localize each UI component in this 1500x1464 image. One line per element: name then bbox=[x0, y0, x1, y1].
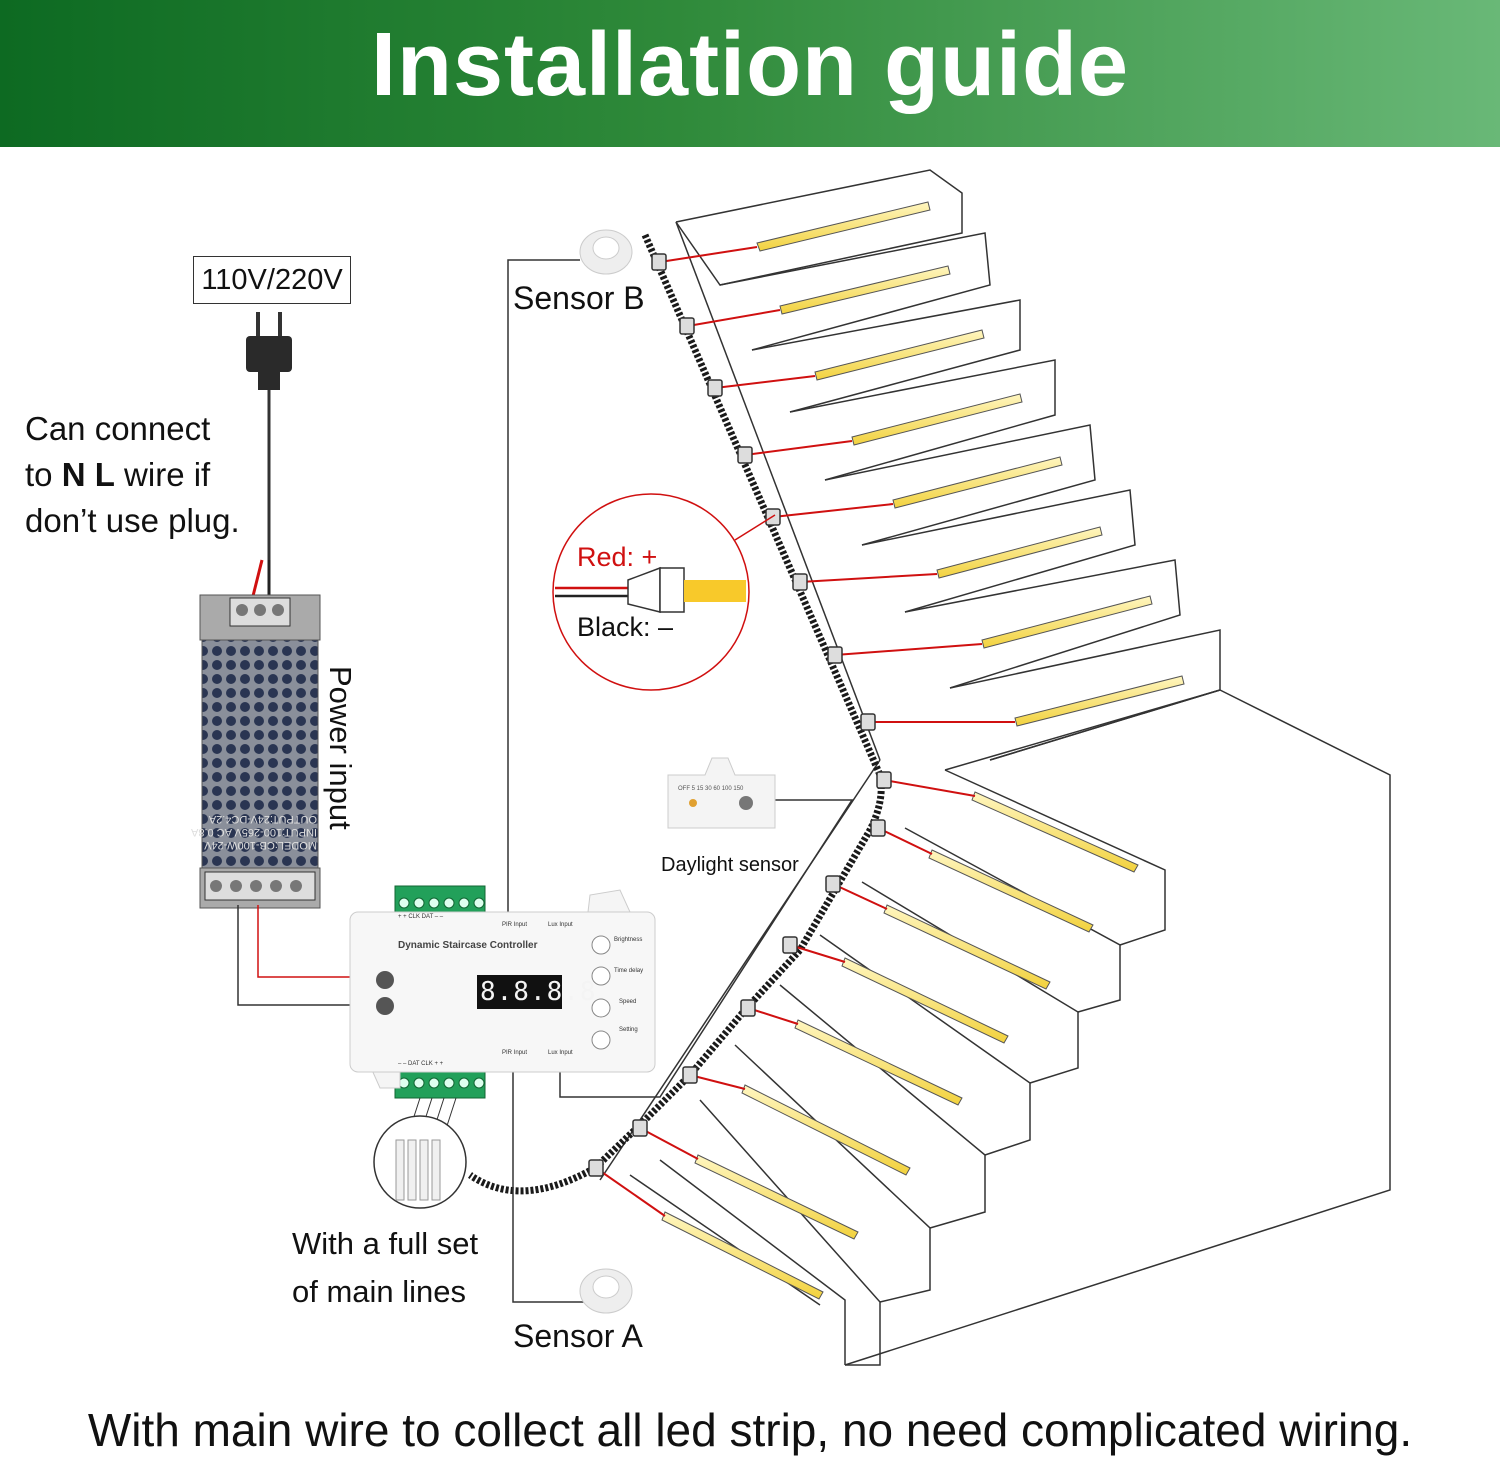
terminal-bottom-label: – – DAT CLK + + bbox=[398, 1061, 444, 1067]
page-title: Installation guide bbox=[370, 15, 1130, 115]
plug-note-bold: N L bbox=[61, 456, 115, 493]
plug-note: Can connect to N L wire if don’t use plu… bbox=[25, 406, 240, 544]
psu-output: OUTPUT:24V-DC4.2A bbox=[208, 813, 317, 825]
controller-display: 8.8.8.8 bbox=[480, 977, 597, 1007]
plug-note-line-2: to N L wire if bbox=[25, 452, 240, 498]
connectors bbox=[588, 253, 892, 1177]
pir-input-b-label: PIR Input bbox=[502, 922, 528, 928]
lux-input-bottom-label: Lux Input bbox=[548, 1050, 573, 1056]
power-input-label: Power input bbox=[323, 666, 358, 830]
main-lines-label-1: With a full set bbox=[292, 1226, 479, 1261]
sensor-leads bbox=[507, 259, 854, 1303]
red-wire-label: Red: + bbox=[577, 542, 658, 572]
led-strips-upper bbox=[756, 201, 1185, 727]
daylight-sensor-device bbox=[667, 757, 776, 829]
voltage-label: 110V/220V bbox=[193, 256, 351, 304]
setting-button-label: Setting bbox=[619, 1027, 638, 1033]
plug-note-line-3: don’t use plug. bbox=[25, 502, 240, 539]
plug-note-pre: to bbox=[25, 456, 62, 493]
black-wire-label: Black: – bbox=[577, 612, 674, 642]
psu-label: MODEL:CB-100W-24V INPUT:100-265V AC 0.8A… bbox=[191, 812, 317, 851]
main-lines-bundle bbox=[373, 1097, 467, 1209]
controller-title: Dynamic Staircase Controller bbox=[398, 940, 538, 951]
sensor-b-device bbox=[579, 229, 633, 275]
branch-wires-upper bbox=[659, 246, 1015, 723]
terminal-top-label: + + CLK DAT – – bbox=[398, 914, 444, 920]
daylight-scale: OFF 5 15 30 60 100 150 bbox=[678, 786, 744, 792]
brightness-button-label: Brightness bbox=[614, 937, 643, 943]
psu-input: INPUT:100-265V AC 0.8A bbox=[191, 826, 317, 838]
branch-wires-lower bbox=[595, 779, 976, 1217]
psu-output-wires bbox=[237, 905, 352, 1006]
time-delay-button-label: Time delay bbox=[614, 968, 644, 974]
speed-button-label: Speed bbox=[619, 999, 637, 1005]
lux-input-top-label: Lux Input bbox=[548, 922, 573, 928]
sensor-b-label: Sensor B bbox=[513, 280, 645, 316]
power-supply-unit bbox=[199, 594, 321, 909]
daylight-sensor-label: Daylight sensor bbox=[661, 854, 799, 876]
controller-device bbox=[349, 885, 656, 1099]
sensor-a-device bbox=[579, 1268, 633, 1314]
led-strips-lower bbox=[661, 791, 1139, 1300]
wiring-detail-callout bbox=[552, 493, 776, 691]
title-banner: Installation guide bbox=[0, 0, 1500, 147]
footer-caption: With main wire to collect all led strip,… bbox=[87, 1404, 1413, 1456]
plug-note-line-1: Can connect bbox=[25, 410, 211, 447]
sensor-a-label: Sensor A bbox=[513, 1318, 643, 1354]
main-lines-label: With a full set of main lines bbox=[292, 1220, 478, 1316]
plug-note-post: wire if bbox=[114, 456, 211, 493]
pir-input-a-label: PIR Input bbox=[502, 1050, 528, 1056]
main-lines-label-2: of main lines bbox=[292, 1274, 467, 1309]
power-plug bbox=[246, 312, 292, 601]
psu-model: MODEL:CB-100W-24V bbox=[204, 839, 317, 851]
upper-staircase bbox=[675, 169, 1221, 761]
